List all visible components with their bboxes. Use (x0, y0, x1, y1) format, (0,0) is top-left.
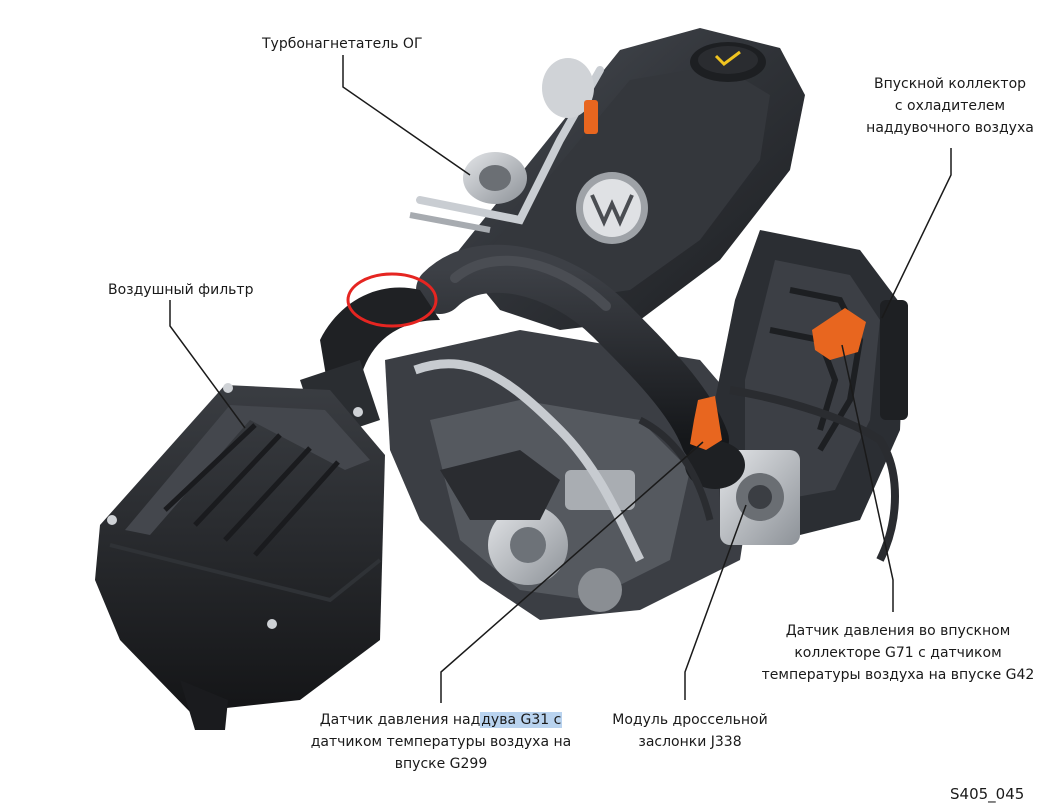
label-intake-line-1: Впускной коллектор (873, 76, 1027, 92)
label-g31-line-1-pre: Датчик давления над (319, 712, 481, 728)
pipes (413, 359, 899, 563)
leader-filter (169, 300, 246, 429)
label-g71-line-1: Датчик давления во впускном (785, 623, 1011, 639)
sensor-g31-orange (690, 396, 722, 450)
leader-j338 (684, 504, 747, 700)
highlight-ring (346, 272, 438, 328)
leader-g31 (440, 441, 704, 703)
label-intake-line-2: с охладителем (894, 98, 1006, 114)
label-g71-line-3: температуры воздуха на впуске G42 (761, 667, 1035, 683)
label-sensor-g31: Датчик давления наддува G31 с датчиком т… (296, 709, 586, 775)
label-throttle-j338: Модуль дроссельной заслонки J338 (600, 709, 780, 753)
leader-lines (169, 55, 952, 703)
figure-code: S405_045 (950, 785, 1025, 803)
label-turbocharger: Турбонагнетатель ОГ (262, 33, 423, 55)
label-j338-line-1: Модуль дроссельной (612, 712, 768, 728)
label-intake-line-3: наддувочного воздуха (866, 120, 1034, 136)
charge-air-hose (416, 244, 745, 489)
leader-intake (881, 148, 952, 319)
air-filter-box (95, 383, 385, 730)
sensor-g71-orange (812, 308, 866, 360)
label-turbocharger-line: Турбонагнетатель ОГ (262, 36, 423, 52)
label-intake-manifold: Впускной коллектор с охладителем наддуво… (850, 73, 1050, 139)
label-j338-line-2: заслонки J338 (638, 734, 742, 750)
label-g31-selection[interactable]: дува G31 с (480, 712, 563, 728)
label-g31-line-2: датчиком температуры воздуха на (310, 734, 572, 750)
label-air-filter: Воздушный фильтр (108, 279, 253, 301)
label-sensor-g71: Датчик давления во впускном коллекторе G… (748, 620, 1048, 686)
turbocharger (409, 58, 604, 233)
label-g31-line-3: впуске G299 (394, 756, 488, 772)
leader-turbo (342, 55, 471, 176)
label-g31-line-1: Датчик давления наддува G31 с (296, 709, 586, 731)
label-g71-line-2: коллекторе G71 с датчиком (794, 645, 1002, 661)
label-air-filter-line: Воздушный фильтр (108, 282, 254, 298)
leader-g71 (841, 344, 894, 612)
